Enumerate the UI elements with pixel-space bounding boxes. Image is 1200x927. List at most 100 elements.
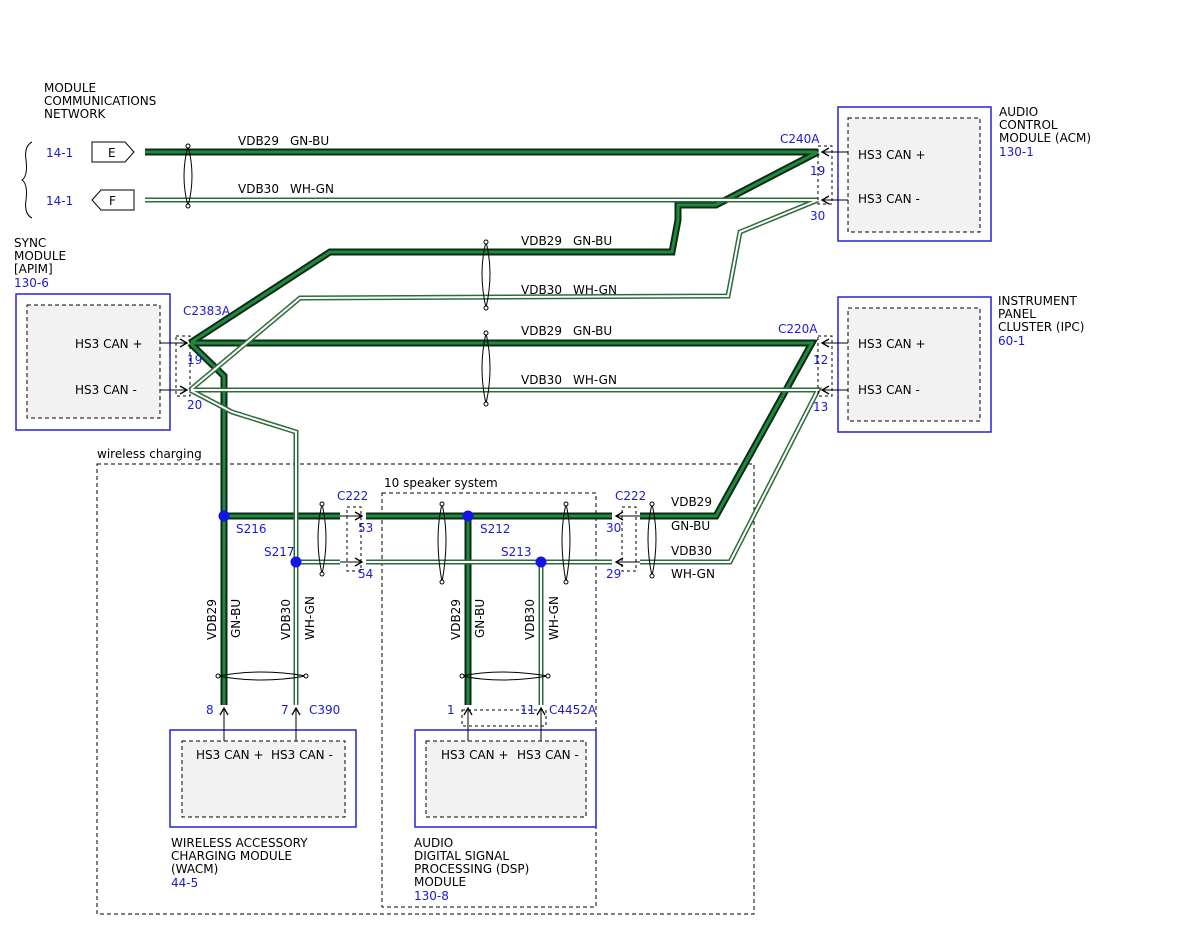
wh-gn-wires — [145, 197, 823, 705]
svg-text:HS3 CAN -: HS3 CAN - — [858, 192, 920, 206]
ipc-pin-minus: 13 — [813, 400, 828, 414]
svg-text:HS3 CAN +: HS3 CAN + — [75, 337, 143, 351]
wireless-charging-label: wireless charging — [97, 447, 202, 461]
svg-text:HS3 CAN -: HS3 CAN - — [517, 748, 579, 762]
apim-pin-minus: 20 — [187, 398, 202, 412]
svg-text:(WACM): (WACM) — [171, 862, 218, 876]
apim-ref: 130-6 — [14, 276, 49, 290]
svg-text:INSTRUMENT: INSTRUMENT — [998, 294, 1077, 308]
svg-text:GN-BU: GN-BU — [573, 324, 612, 338]
ipc-pin-plus: 12 — [813, 353, 828, 367]
apim-title: SYNC MODULE [APIM] — [14, 236, 66, 276]
svg-text:VDB29: VDB29 — [238, 134, 279, 148]
wire-labels: VDB29 GN-BU VDB30 WH-GN VDB29 GN-BU VDB3… — [238, 134, 715, 581]
svg-text:GN-BU: GN-BU — [573, 234, 612, 248]
svg-text:WIRELESS ACCESSORY: WIRELESS ACCESSORY — [171, 836, 308, 850]
dsp-pin-minus: 11 — [520, 703, 535, 717]
svg-text:PANEL: PANEL — [998, 307, 1036, 321]
wacm-title: WIRELESS ACCESSORY CHARGING MODULE (WACM… — [171, 836, 308, 876]
svg-text:VDB29: VDB29 — [671, 495, 712, 509]
svg-text:VDB30: VDB30 — [279, 599, 293, 640]
wacm-connector: C390 — [309, 703, 340, 717]
svg-text:HS3 CAN +: HS3 CAN + — [441, 748, 509, 762]
acm-pin-plus: 19 — [810, 164, 825, 178]
svg-text:COMMUNICATIONS: COMMUNICATIONS — [44, 94, 156, 108]
splice-s213 — [535, 556, 547, 568]
svg-text:HS3 CAN -: HS3 CAN - — [75, 383, 137, 397]
svg-text:CLUSTER (IPC): CLUSTER (IPC) — [998, 320, 1084, 334]
svg-text:[APIM]: [APIM] — [14, 262, 53, 276]
svg-text:PROCESSING (DSP): PROCESSING (DSP) — [414, 862, 529, 876]
c222-right-pin-30: 30 — [606, 521, 621, 535]
svg-text:VDB29: VDB29 — [521, 234, 562, 248]
svg-text:HS3 CAN -: HS3 CAN - — [858, 383, 920, 397]
wireless-charging-group — [96, 463, 755, 915]
svg-text:VDB30: VDB30 — [523, 599, 537, 640]
acm-module: HS3 CAN + HS3 CAN - — [817, 106, 992, 242]
acm-title: AUDIO CONTROL MODULE (ACM) — [999, 105, 1091, 145]
splice-s212-label: S212 — [480, 522, 511, 536]
dsp-ref: 130-8 — [414, 889, 449, 903]
network-title: MODULE COMMUNICATIONS NETWORK — [44, 81, 156, 121]
splice-s216 — [218, 510, 230, 522]
svg-text:DIGITAL SIGNAL: DIGITAL SIGNAL — [414, 849, 509, 863]
wacm-ref: 44-5 — [171, 876, 198, 890]
acm-pin-minus: 30 — [810, 209, 825, 223]
c222-left-label: C222 — [337, 489, 368, 503]
svg-text:HS3 CAN +: HS3 CAN + — [858, 337, 926, 351]
svg-text:WH-GN: WH-GN — [303, 596, 317, 640]
ipc-module: HS3 CAN + HS3 CAN - — [817, 296, 992, 433]
network-ref-f: 14-1 — [46, 194, 73, 208]
svg-text:AUDIO: AUDIO — [414, 836, 453, 850]
svg-text:VDB29: VDB29 — [449, 599, 463, 640]
c222-right-label: C222 — [615, 489, 646, 503]
svg-text:SYNC: SYNC — [14, 236, 46, 250]
c222-right-pin-29: 29 — [606, 567, 621, 581]
network-brace — [21, 141, 33, 219]
apim-pin-plus: 19 — [187, 353, 202, 367]
connector-f-label: F — [109, 194, 116, 208]
svg-text:VDB30: VDB30 — [238, 182, 279, 196]
svg-text:WH-GN: WH-GN — [573, 373, 617, 387]
c222-left-pin-53: 53 — [358, 521, 373, 535]
speaker-system-group — [381, 492, 597, 908]
svg-text:GN-BU: GN-BU — [229, 599, 243, 638]
dsp-pin-plus: 1 — [447, 703, 455, 717]
ipc-title: INSTRUMENT PANEL CLUSTER (IPC) — [998, 294, 1084, 334]
splice-s217-label: S217 — [264, 545, 295, 559]
svg-text:MODULE (ACM): MODULE (ACM) — [999, 131, 1091, 145]
twisted-pair-markers — [183, 143, 657, 681]
svg-text:AUDIO: AUDIO — [999, 105, 1038, 119]
gn-bu-wires — [145, 148, 820, 705]
svg-text:VDB29: VDB29 — [205, 599, 219, 640]
apim-module: HS3 CAN + HS3 CAN - — [15, 293, 191, 431]
svg-text:VDB30: VDB30 — [521, 283, 562, 297]
svg-text:VDB30: VDB30 — [521, 373, 562, 387]
wacm-pin-minus: 7 — [281, 703, 289, 717]
network-ref-e: 14-1 — [46, 146, 73, 160]
speaker-system-label: 10 speaker system — [384, 476, 498, 490]
svg-text:HS3 CAN -: HS3 CAN - — [271, 748, 333, 762]
c222-right-connector — [614, 506, 640, 572]
wire-labels-vertical: VDB29 GN-BU VDB30 WH-GN VDB29 GN-BU VDB3… — [205, 596, 561, 640]
splice-s213-label: S213 — [501, 545, 532, 559]
ipc-ref: 60-1 — [998, 334, 1025, 348]
svg-text:MODULE: MODULE — [414, 875, 466, 889]
svg-text:VDB29: VDB29 — [521, 324, 562, 338]
svg-text:HS3 CAN +: HS3 CAN + — [196, 748, 264, 762]
svg-text:MODULE: MODULE — [14, 249, 66, 263]
svg-text:VDB30: VDB30 — [671, 544, 712, 558]
svg-text:CHARGING MODULE: CHARGING MODULE — [171, 849, 292, 863]
svg-text:CONTROL: CONTROL — [999, 118, 1058, 132]
dsp-module: HS3 CAN + HS3 CAN - — [414, 706, 597, 828]
splice-s217 — [290, 556, 302, 568]
dsp-title: AUDIO DIGITAL SIGNAL PROCESSING (DSP) MO… — [414, 836, 529, 889]
dsp-connector: C4452A — [549, 703, 597, 717]
wacm-module: HS3 CAN + HS3 CAN - — [169, 706, 357, 828]
svg-text:GN-BU: GN-BU — [290, 134, 329, 148]
connector-e-label: E — [108, 146, 116, 160]
acm-connector: C240A — [780, 132, 820, 146]
apim-connector: C2383A — [183, 304, 231, 318]
svg-text:WH-GN: WH-GN — [290, 182, 334, 196]
